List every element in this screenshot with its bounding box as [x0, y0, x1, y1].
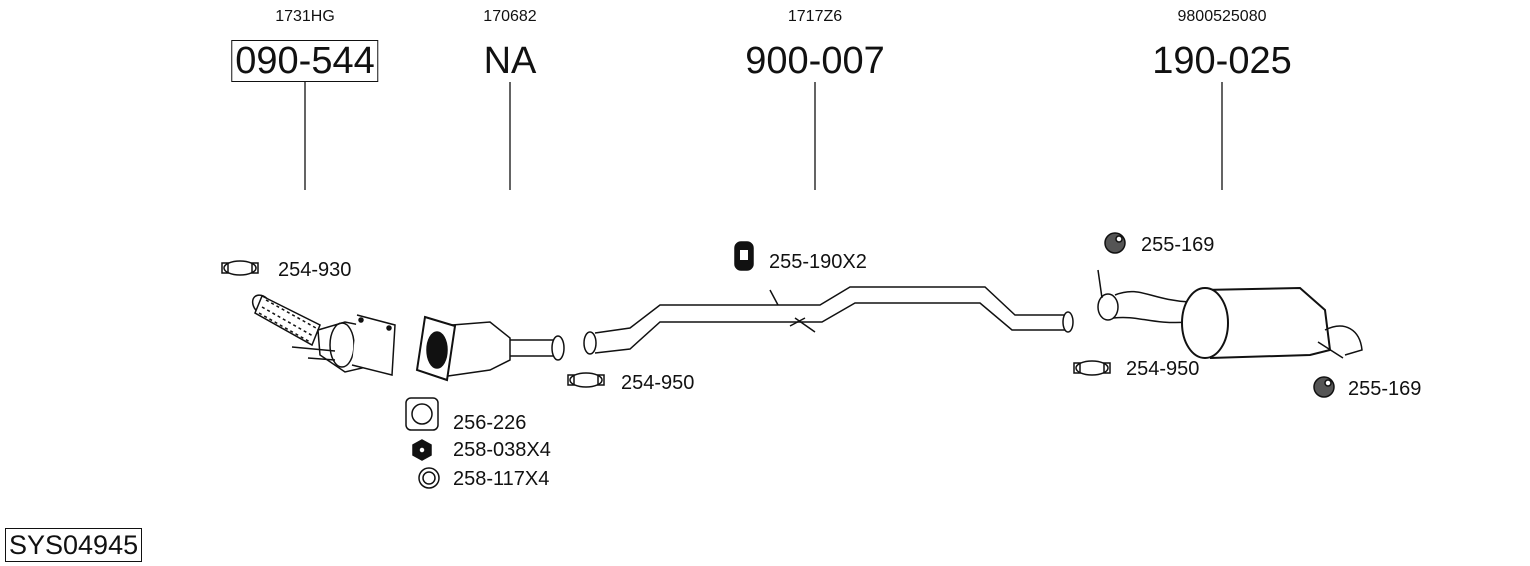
accessory-label[interactable]: 254-950 [1126, 358, 1200, 380]
leader-lines [304, 82, 1223, 190]
accessory-label[interactable]: 258-117X4 [453, 468, 550, 490]
part-number-2[interactable]: NA [483, 40, 537, 82]
front-pipe-catalyst-drawing[interactable] [249, 291, 396, 376]
accessory-label[interactable]: 256-226 [453, 412, 527, 434]
part-number-4[interactable]: 190-025 [1152, 40, 1292, 82]
rubber-hanger-icon [1313, 376, 1335, 398]
clamp-icon [221, 260, 259, 276]
diagram-id: SYS04945 [5, 528, 143, 562]
accessory-label[interactable]: 254-930 [278, 259, 352, 281]
oe-number-1: 1731HG [275, 8, 335, 25]
accessory-label[interactable]: 255-169 [1141, 234, 1215, 256]
clamp-icon [567, 372, 605, 388]
middle-pipe-drawing[interactable] [583, 286, 1074, 355]
washer-icon [418, 467, 440, 489]
clamp-icon [1073, 360, 1111, 376]
accessory-label[interactable]: 258-038X4 [453, 439, 551, 461]
gasket-icon [405, 397, 439, 431]
oe-number-3: 1717Z6 [787, 8, 843, 25]
catalytic-converter-drawing[interactable] [415, 315, 565, 382]
nut-icon [412, 439, 432, 461]
accessory-label[interactable]: 255-190X2 [769, 251, 867, 273]
rubber-mount-icon [734, 241, 754, 271]
accessory-label[interactable]: 254-950 [621, 372, 695, 394]
part-number-3[interactable]: 900-007 [745, 40, 885, 82]
part-number-1[interactable]: 090-544 [231, 40, 379, 82]
oe-number-4: 9800525080 [1177, 8, 1267, 25]
rear-silencer-drawing[interactable] [1097, 269, 1363, 359]
accessory-label[interactable]: 255-169 [1348, 378, 1422, 400]
oe-number-2: 170682 [483, 8, 537, 25]
rubber-hanger-icon [1104, 232, 1126, 254]
